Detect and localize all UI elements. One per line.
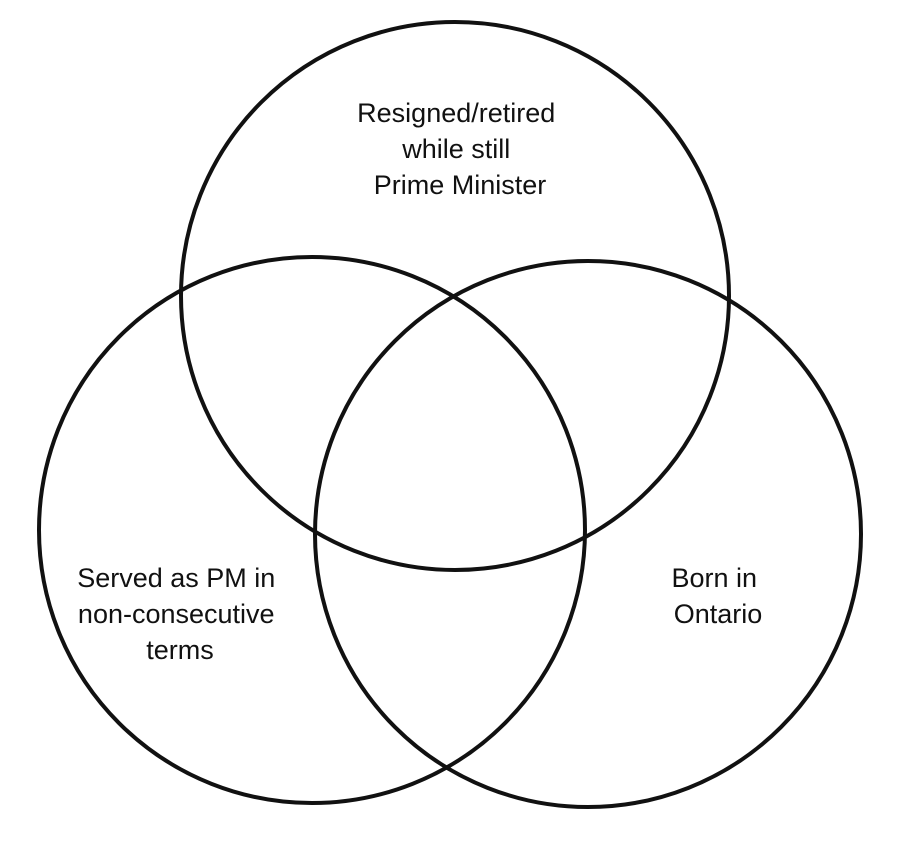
set-label-right: Born in Ontario bbox=[671, 563, 764, 629]
set-label-left-line-2: non-consecutive bbox=[78, 599, 275, 629]
set-label-left-line-3: terms bbox=[146, 635, 214, 665]
set-label-top-line-2: while still bbox=[401, 134, 510, 164]
set-label-top: Resigned/retired while still Prime Minis… bbox=[357, 98, 563, 200]
set-label-left: Served as PM in non-consecutive terms bbox=[77, 563, 283, 665]
set-circle-right bbox=[313, 259, 863, 809]
set-label-right-line-2: Ontario bbox=[674, 599, 763, 629]
set-circle-top bbox=[179, 20, 731, 572]
set-label-left-line-1: Served as PM in bbox=[77, 563, 275, 593]
set-label-top-line-3: Prime Minister bbox=[374, 170, 547, 200]
set-label-top-line-1: Resigned/retired bbox=[357, 98, 555, 128]
set-label-right-line-1: Born in bbox=[671, 563, 757, 593]
set-circle-left bbox=[37, 255, 587, 805]
